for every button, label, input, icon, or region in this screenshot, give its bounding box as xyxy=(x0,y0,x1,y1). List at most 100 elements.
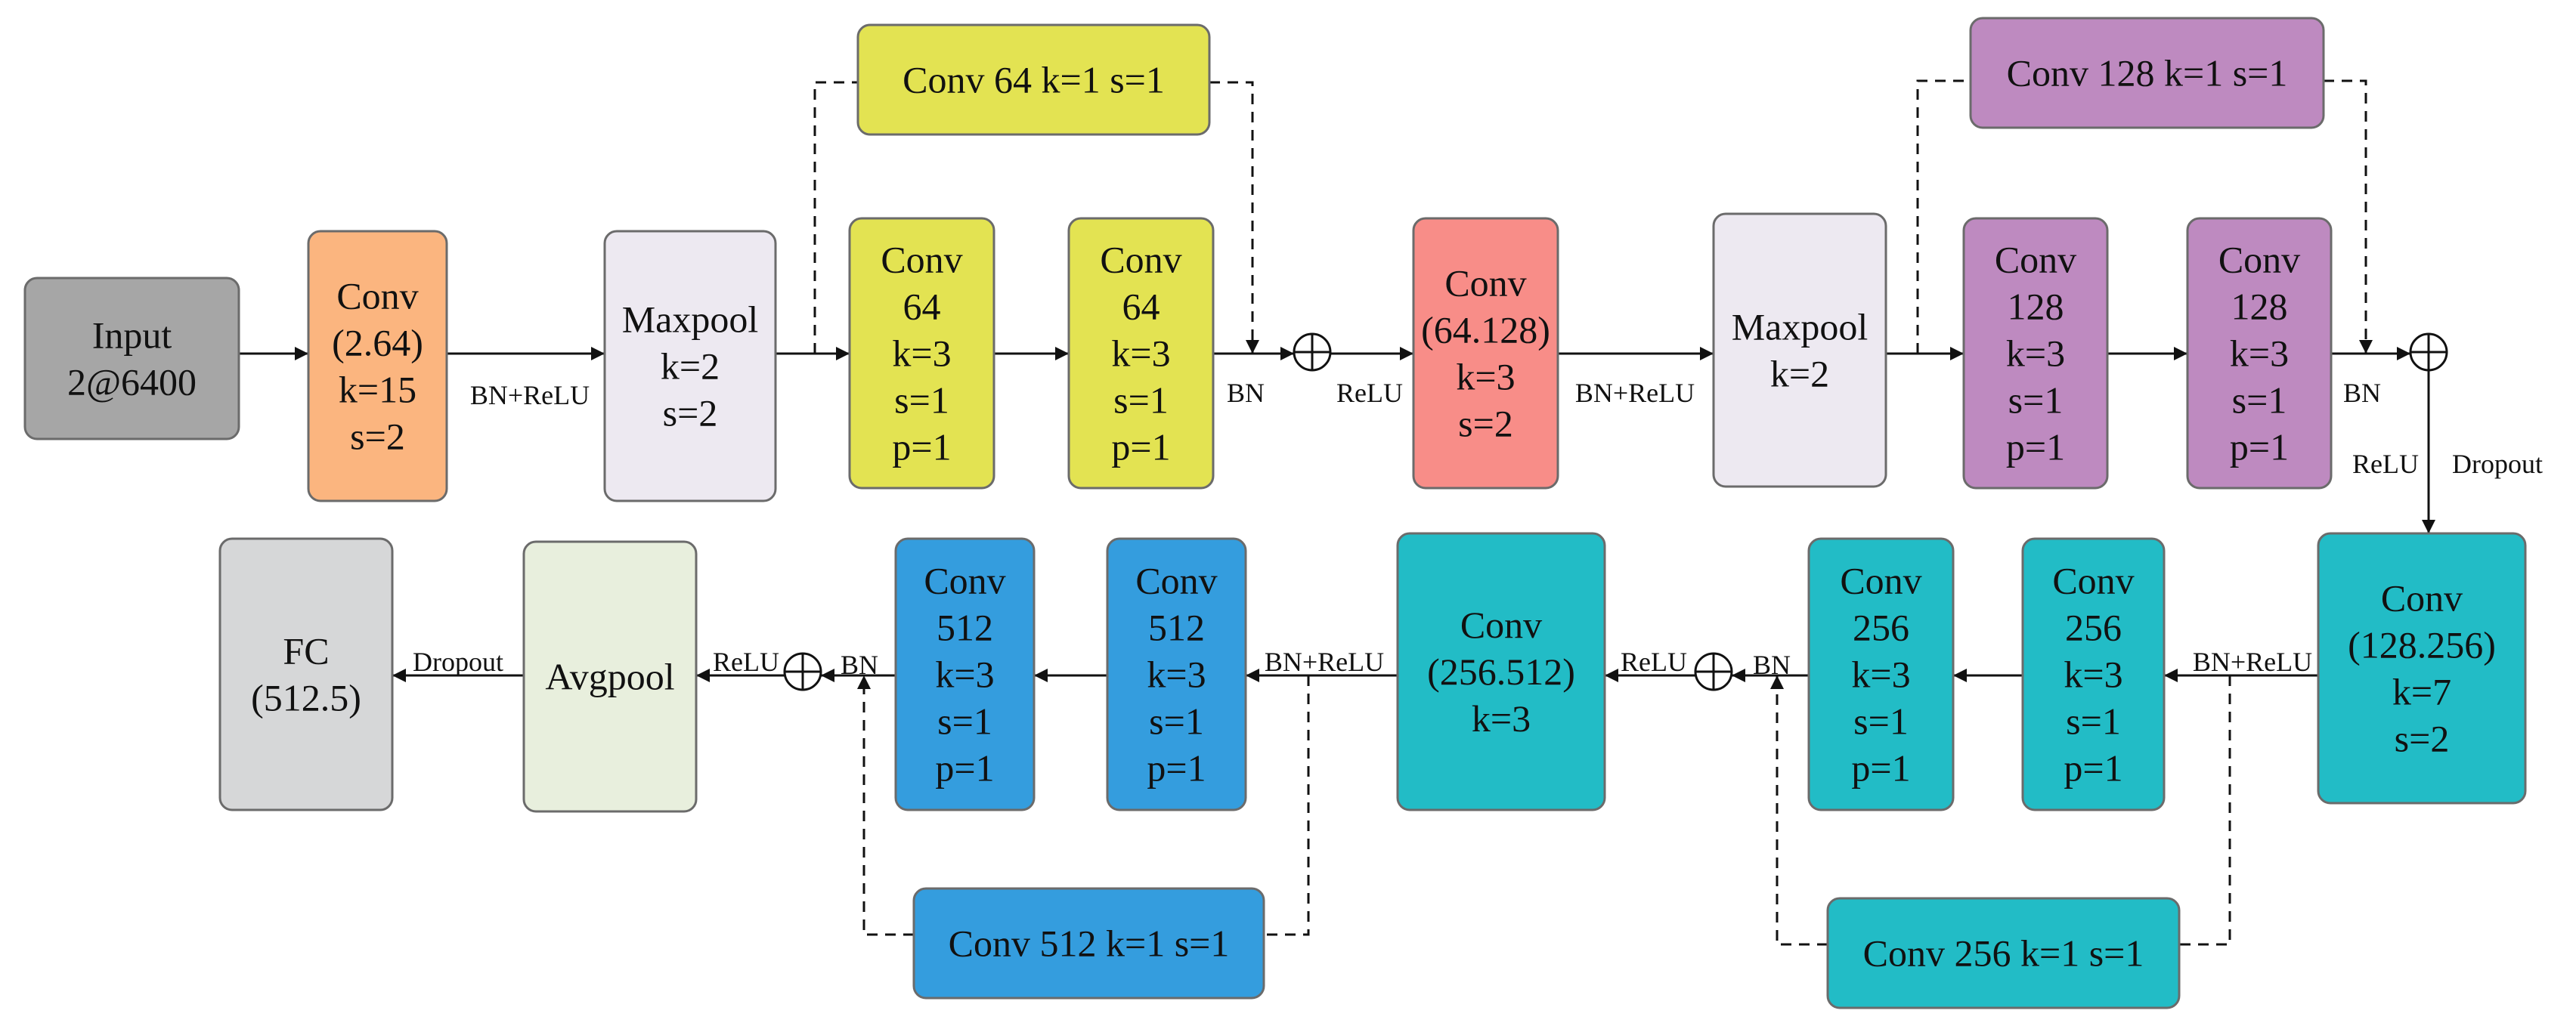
edge-label-bn3: BN xyxy=(1753,650,1791,680)
node-text-conv128b-1: 128 xyxy=(2231,286,2288,328)
node-text-conv64128-1: (64.128) xyxy=(1421,309,1550,351)
node-conv512sc: Conv 512 k=1 s=1 xyxy=(912,887,1265,1000)
node-avgpool: Avgpool xyxy=(522,540,698,813)
node-text-conv128b-4: p=1 xyxy=(2230,426,2289,468)
node-text-conv256b-1: 256 xyxy=(2065,607,2122,649)
node-box-conv64128 xyxy=(1412,217,1559,490)
node-box-conv64sc xyxy=(856,23,1211,136)
node-text-conv128a-4: p=1 xyxy=(2006,426,2065,468)
node-text-conv256a-0: Conv xyxy=(1840,560,1921,602)
node-box-conv256a xyxy=(1807,537,1955,811)
edge-label-dropout1: Dropout xyxy=(2452,449,2543,479)
node-box-fc xyxy=(218,537,394,811)
node-box-conv128256 xyxy=(2317,532,2527,805)
node-text-conv256512-0: Conv xyxy=(1460,604,1542,646)
node-conv128256: Conv(128.256)k=7s=2 xyxy=(2317,532,2527,805)
edge-label-bn4: BN xyxy=(841,650,878,680)
node-text-conv64b-0: Conv xyxy=(1100,239,1181,281)
edges-layer xyxy=(239,79,2435,946)
edge-label-bnrelu2: BN+ReLU xyxy=(1575,378,1695,408)
node-text-conv64128-2: k=3 xyxy=(1456,356,1515,398)
node-text-conv256b-4: p=1 xyxy=(2064,747,2122,790)
node-text-conv512a-2: k=3 xyxy=(935,654,994,696)
shortcut-edge-26 xyxy=(1264,675,1310,936)
node-box-conv1 xyxy=(307,230,448,502)
node-text-conv256512-1: (256.512) xyxy=(1427,651,1575,693)
node-fc: FC(512.5) xyxy=(218,537,394,811)
node-text-conv128b-0: Conv xyxy=(2218,239,2300,281)
node-conv64128: Conv(64.128)k=3s=2 xyxy=(1412,217,1559,490)
edge-label-bnrelu4: BN+ReLU xyxy=(1265,647,1384,677)
node-text-conv256b-2: k=3 xyxy=(2064,654,2122,696)
sum2-node xyxy=(2409,332,2448,372)
node-text-conv512sc-0: Conv 512 k=1 s=1 xyxy=(949,922,1230,965)
edge-label-relu4: ReLU xyxy=(713,647,779,677)
sum3-node xyxy=(1694,652,1733,691)
node-text-conv256512-2: k=3 xyxy=(1472,697,1531,740)
node-conv256512: Conv (256.512)k=3 xyxy=(1396,532,1606,811)
node-text-conv512b-3: s=1 xyxy=(1149,700,1204,743)
edge-label-bn2: BN xyxy=(2343,378,2381,408)
node-text-conv1-3: s=2 xyxy=(350,416,405,458)
node-text-conv256sc-0: Conv 256 k=1 s=1 xyxy=(1863,932,2144,975)
node-text-conv512b-2: k=3 xyxy=(1147,654,1206,696)
node-conv1: Conv(2.64)k=15s=2 xyxy=(307,230,448,502)
node-text-conv256a-4: p=1 xyxy=(1851,747,1910,790)
node-box-conv128sc xyxy=(1969,17,2325,129)
node-text-conv64b-1: 64 xyxy=(1122,286,1160,328)
node-text-conv1-2: k=15 xyxy=(339,369,416,411)
sum1-node xyxy=(1293,332,1332,372)
node-text-maxpool1-0: Maxpool xyxy=(622,298,759,341)
node-box-conv64a xyxy=(848,217,995,490)
node-text-conv256a-1: 256 xyxy=(1853,607,1909,649)
node-text-conv128256-1: (128.256) xyxy=(2348,624,2496,666)
node-conv64sc: Conv 64 k=1 s=1 xyxy=(856,23,1211,136)
node-text-conv512a-4: p=1 xyxy=(935,747,994,790)
node-text-conv128a-1: 128 xyxy=(2008,286,2064,328)
node-text-conv128256-2: k=7 xyxy=(2392,671,2451,713)
node-text-conv512b-4: p=1 xyxy=(1147,747,1206,790)
node-text-fc-1: (512.5) xyxy=(251,677,361,719)
node-box-maxpool2 xyxy=(1712,212,1887,488)
shortcut-edge-22 xyxy=(1916,79,1971,354)
edge-label-relu2: ReLU xyxy=(2352,449,2419,479)
node-box-maxpool1 xyxy=(603,230,777,502)
node-conv128sc: Conv 128 k=1 s=1 xyxy=(1969,17,2325,129)
node-text-conv1-1: (2.64) xyxy=(332,322,423,364)
node-text-conv64128-3: s=2 xyxy=(1458,403,1513,445)
node-text-conv64a-2: k=3 xyxy=(892,332,951,375)
node-text-avgpool-0: Avgpool xyxy=(545,656,674,698)
node-text-conv128256-0: Conv xyxy=(2381,577,2463,620)
shortcut-edge-23 xyxy=(2324,79,2373,354)
edge-label-bn1: BN xyxy=(1227,378,1265,408)
edge-label-bnrelu3: BN+ReLU xyxy=(2193,647,2312,677)
node-text-conv256b-3: s=1 xyxy=(2066,700,2121,743)
node-text-conv128sc-0: Conv 128 k=1 s=1 xyxy=(2007,52,2288,94)
node-text-conv128a-0: Conv xyxy=(1995,239,2076,281)
node-box-conv128a xyxy=(1962,217,2109,490)
node-text-conv64a-4: p=1 xyxy=(892,426,951,468)
shortcut-edge-24 xyxy=(2179,675,2231,946)
shortcut-edge-21 xyxy=(1209,81,1259,354)
node-box-conv256sc xyxy=(1826,897,2181,1009)
sum4-node xyxy=(783,652,822,691)
node-box-conv512b xyxy=(1106,537,1247,811)
node-box-conv256b xyxy=(2021,537,2166,811)
node-box-input xyxy=(23,277,240,440)
node-box-conv512sc xyxy=(912,887,1265,1000)
node-text-conv64a-0: Conv xyxy=(881,239,962,281)
node-text-conv512b-1: 512 xyxy=(1148,607,1205,649)
node-box-conv256512 xyxy=(1396,532,1606,811)
node-text-conv256a-2: k=3 xyxy=(1851,654,1910,696)
node-text-maxpool1-2: s=2 xyxy=(663,392,718,434)
